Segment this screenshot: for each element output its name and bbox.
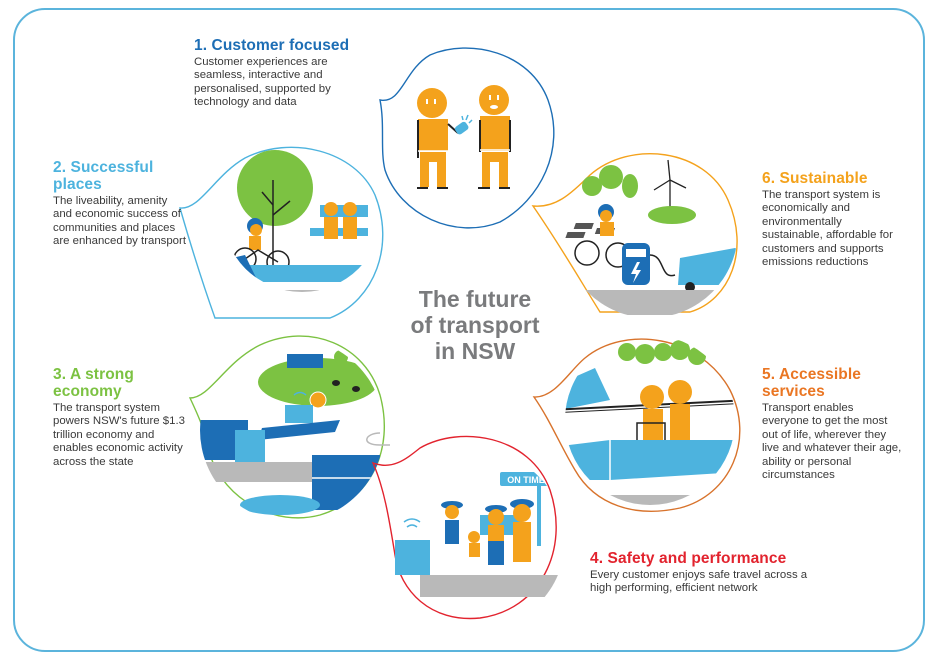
bubble-strong-economy: [188, 335, 385, 519]
bubble-safety-performance: ON TIME: [371, 435, 560, 620]
outcome-description: The transport system powers NSW's future…: [53, 402, 185, 468]
outcome-description: Every customer enjoys safe travel across…: [590, 569, 808, 595]
outcome-heading: 5. Accessible services: [762, 366, 861, 400]
bubble-sustainable: [531, 153, 738, 315]
cyclist-icon: [233, 218, 290, 274]
outcome-heading: 3. A strong economy: [53, 366, 134, 400]
wind-turbine-icon: [653, 159, 687, 212]
outcome-heading: 1. Customer focused: [194, 37, 350, 54]
center-title-line: The future: [418, 286, 532, 312]
bubble-outline: [179, 146, 384, 319]
bubble-outline: [379, 47, 555, 229]
outcome-heading: 4. Safety and performance: [590, 550, 787, 567]
outcome-description: The liveability, amenity and economic su…: [53, 195, 186, 248]
outcome-heading: 2. Successful places: [53, 159, 154, 193]
bubble-accessible-services: [532, 338, 741, 512]
outcome-description: The transport system is economically and…: [762, 189, 893, 269]
on-time-sign-text: ON TIME: [507, 475, 545, 485]
phone-icon: [454, 114, 473, 135]
person-icon: [478, 85, 511, 189]
train-icon: [565, 368, 610, 410]
outcome-strong-economy: 3. A strong economy The transport system…: [53, 366, 188, 469]
outcome-safety-performance: 4. Safety and performance Every customer…: [590, 550, 830, 596]
bubble-outline: [371, 435, 557, 620]
outcome-accessible-services: 5. Accessible services Transport enables…: [762, 366, 902, 482]
outcome-customer-focused: 1. Customer focused Customer experiences…: [194, 37, 374, 110]
electric-car-icon: [678, 248, 738, 292]
center-title: The future of transport in NSW: [390, 286, 560, 364]
outcome-sustainable: 6. Sustainable The transport system is e…: [762, 170, 902, 269]
outcome-successful-places: 2. Successful places The liveability, am…: [53, 159, 188, 249]
solar-roof-icon: [287, 354, 323, 368]
wifi-icon: [403, 518, 421, 523]
bubble-successful-places: [179, 146, 384, 319]
wifi-kiosk-icon: [395, 540, 430, 575]
center-title-line: of transport: [410, 312, 540, 338]
bubble-customer-focused: [379, 47, 555, 229]
outcome-heading: 6. Sustainable: [762, 170, 868, 187]
bubble-outline: [532, 338, 741, 512]
person-icon: [417, 88, 459, 189]
ev-charger-icon: [622, 243, 676, 285]
trees-icon: [618, 340, 706, 365]
computer-icon: [285, 405, 313, 423]
outcome-description: Transport enables everyone to get the mo…: [762, 402, 902, 482]
family-icon: [441, 499, 534, 565]
outer-frame: [13, 8, 925, 652]
outcome-description: Customer experiences are seamless, inter…: [194, 56, 331, 109]
center-title-line: in NSW: [434, 338, 516, 364]
trees-icon: [582, 165, 638, 198]
cyclist-icon: [574, 204, 631, 268]
platform-icon: [565, 440, 735, 480]
tree-icon: [237, 150, 313, 226]
